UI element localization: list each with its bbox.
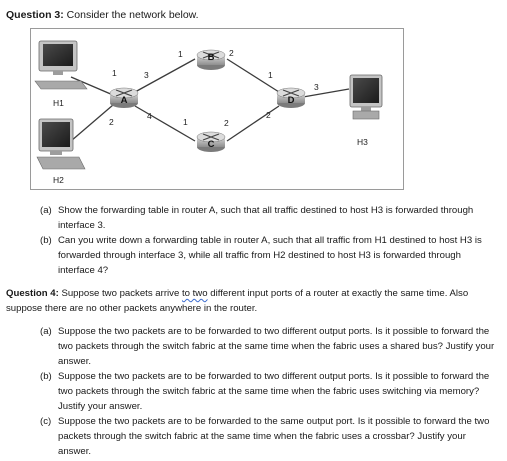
link-a-c: [134, 105, 196, 142]
network-links: [70, 58, 350, 142]
host-h1-computer-icon: [34, 40, 88, 90]
host-h1-label: H1: [53, 98, 64, 108]
part-text: Suppose the two packets are to be forwar…: [58, 416, 490, 457]
question-4-text: Suppose two packets arrive: [58, 288, 182, 299]
iface-a3-label: 3: [144, 70, 149, 80]
host-h2-computer-icon: [36, 118, 86, 170]
spellcheck-marked-text: to two: [181, 288, 208, 299]
question-3-part-b: (b) Can you write down a forwarding table…: [40, 233, 495, 278]
iface-b2-label: 2: [229, 48, 234, 58]
question-4-part-b: (b) Suppose the two packets are to be for…: [40, 369, 495, 414]
router-d-label: D: [288, 95, 295, 106]
iface-c2-label: 2: [224, 118, 229, 128]
question-4-label: Question 4:: [6, 288, 59, 299]
host-h3-label: H3: [357, 137, 368, 147]
part-label: (b): [40, 371, 52, 382]
part-label: (a): [40, 326, 52, 337]
part-text: Show the forwarding table in router A, s…: [58, 205, 474, 231]
part-label: (c): [40, 416, 52, 427]
router-b-label: B: [208, 52, 215, 63]
question-4-part-c: (c) Suppose the two packets are to be for…: [40, 414, 495, 459]
iface-d3-label: 3: [314, 82, 319, 92]
part-label: (a): [40, 205, 52, 216]
question-3-intro: Consider the network below.: [63, 9, 199, 21]
iface-d2-label: 2: [266, 110, 271, 120]
iface-a4-label: 4: [147, 111, 152, 121]
iface-c1-label: 1: [183, 117, 188, 127]
question-4-parts: (a) Suppose the two packets are to be for…: [40, 324, 495, 459]
router-a-icon: [109, 87, 139, 108]
network-diagram: A B C D H1 H2 H3 1 3 2 4 1 2 1 2 1 3 2: [34, 40, 383, 185]
router-d-icon: [276, 87, 306, 108]
link-h2-a: [70, 104, 114, 142]
question-4-text-rest: different input ports of a router at exa…: [6, 288, 469, 314]
link-b-d: [226, 58, 280, 93]
link-a-b: [134, 58, 196, 93]
question-4-intro: Question 4: Suppose two packets arrive t…: [6, 286, 500, 316]
question-4-part-a: (a) Suppose the two packets are to be for…: [40, 324, 495, 369]
link-d-h3: [302, 88, 350, 98]
router-b-icon: [196, 49, 226, 70]
host-h2-label: H2: [53, 175, 64, 185]
network-figure: A B C D H1 H2 H3 1 3 2 4 1 2 1 2 1 3 2: [30, 28, 404, 190]
router-c-label: C: [208, 139, 215, 150]
iface-a2-label: 2: [109, 117, 114, 127]
router-a-label: A: [121, 95, 128, 106]
part-text: Suppose the two packets are to be forwar…: [58, 326, 495, 367]
question-3-heading: Question 3: Consider the network below.: [6, 9, 199, 21]
question-3-part-a: (a) Show the forwarding table in router A…: [40, 203, 495, 233]
iface-a1-label: 1: [112, 68, 117, 78]
question-3-parts: (a) Show the forwarding table in router A…: [40, 203, 495, 278]
iface-d1-label: 1: [268, 70, 273, 80]
router-c-icon: [196, 131, 226, 152]
host-h3-computer-icon: [349, 74, 383, 120]
part-text: Can you write down a forwarding table in…: [58, 235, 482, 276]
part-label: (b): [40, 235, 52, 246]
part-text: Suppose the two packets are to be forwar…: [58, 371, 490, 412]
iface-b1-label: 1: [178, 49, 183, 59]
question-3-label: Question 3:: [6, 9, 64, 21]
link-h1-a: [70, 76, 114, 96]
link-c-d: [226, 105, 280, 142]
